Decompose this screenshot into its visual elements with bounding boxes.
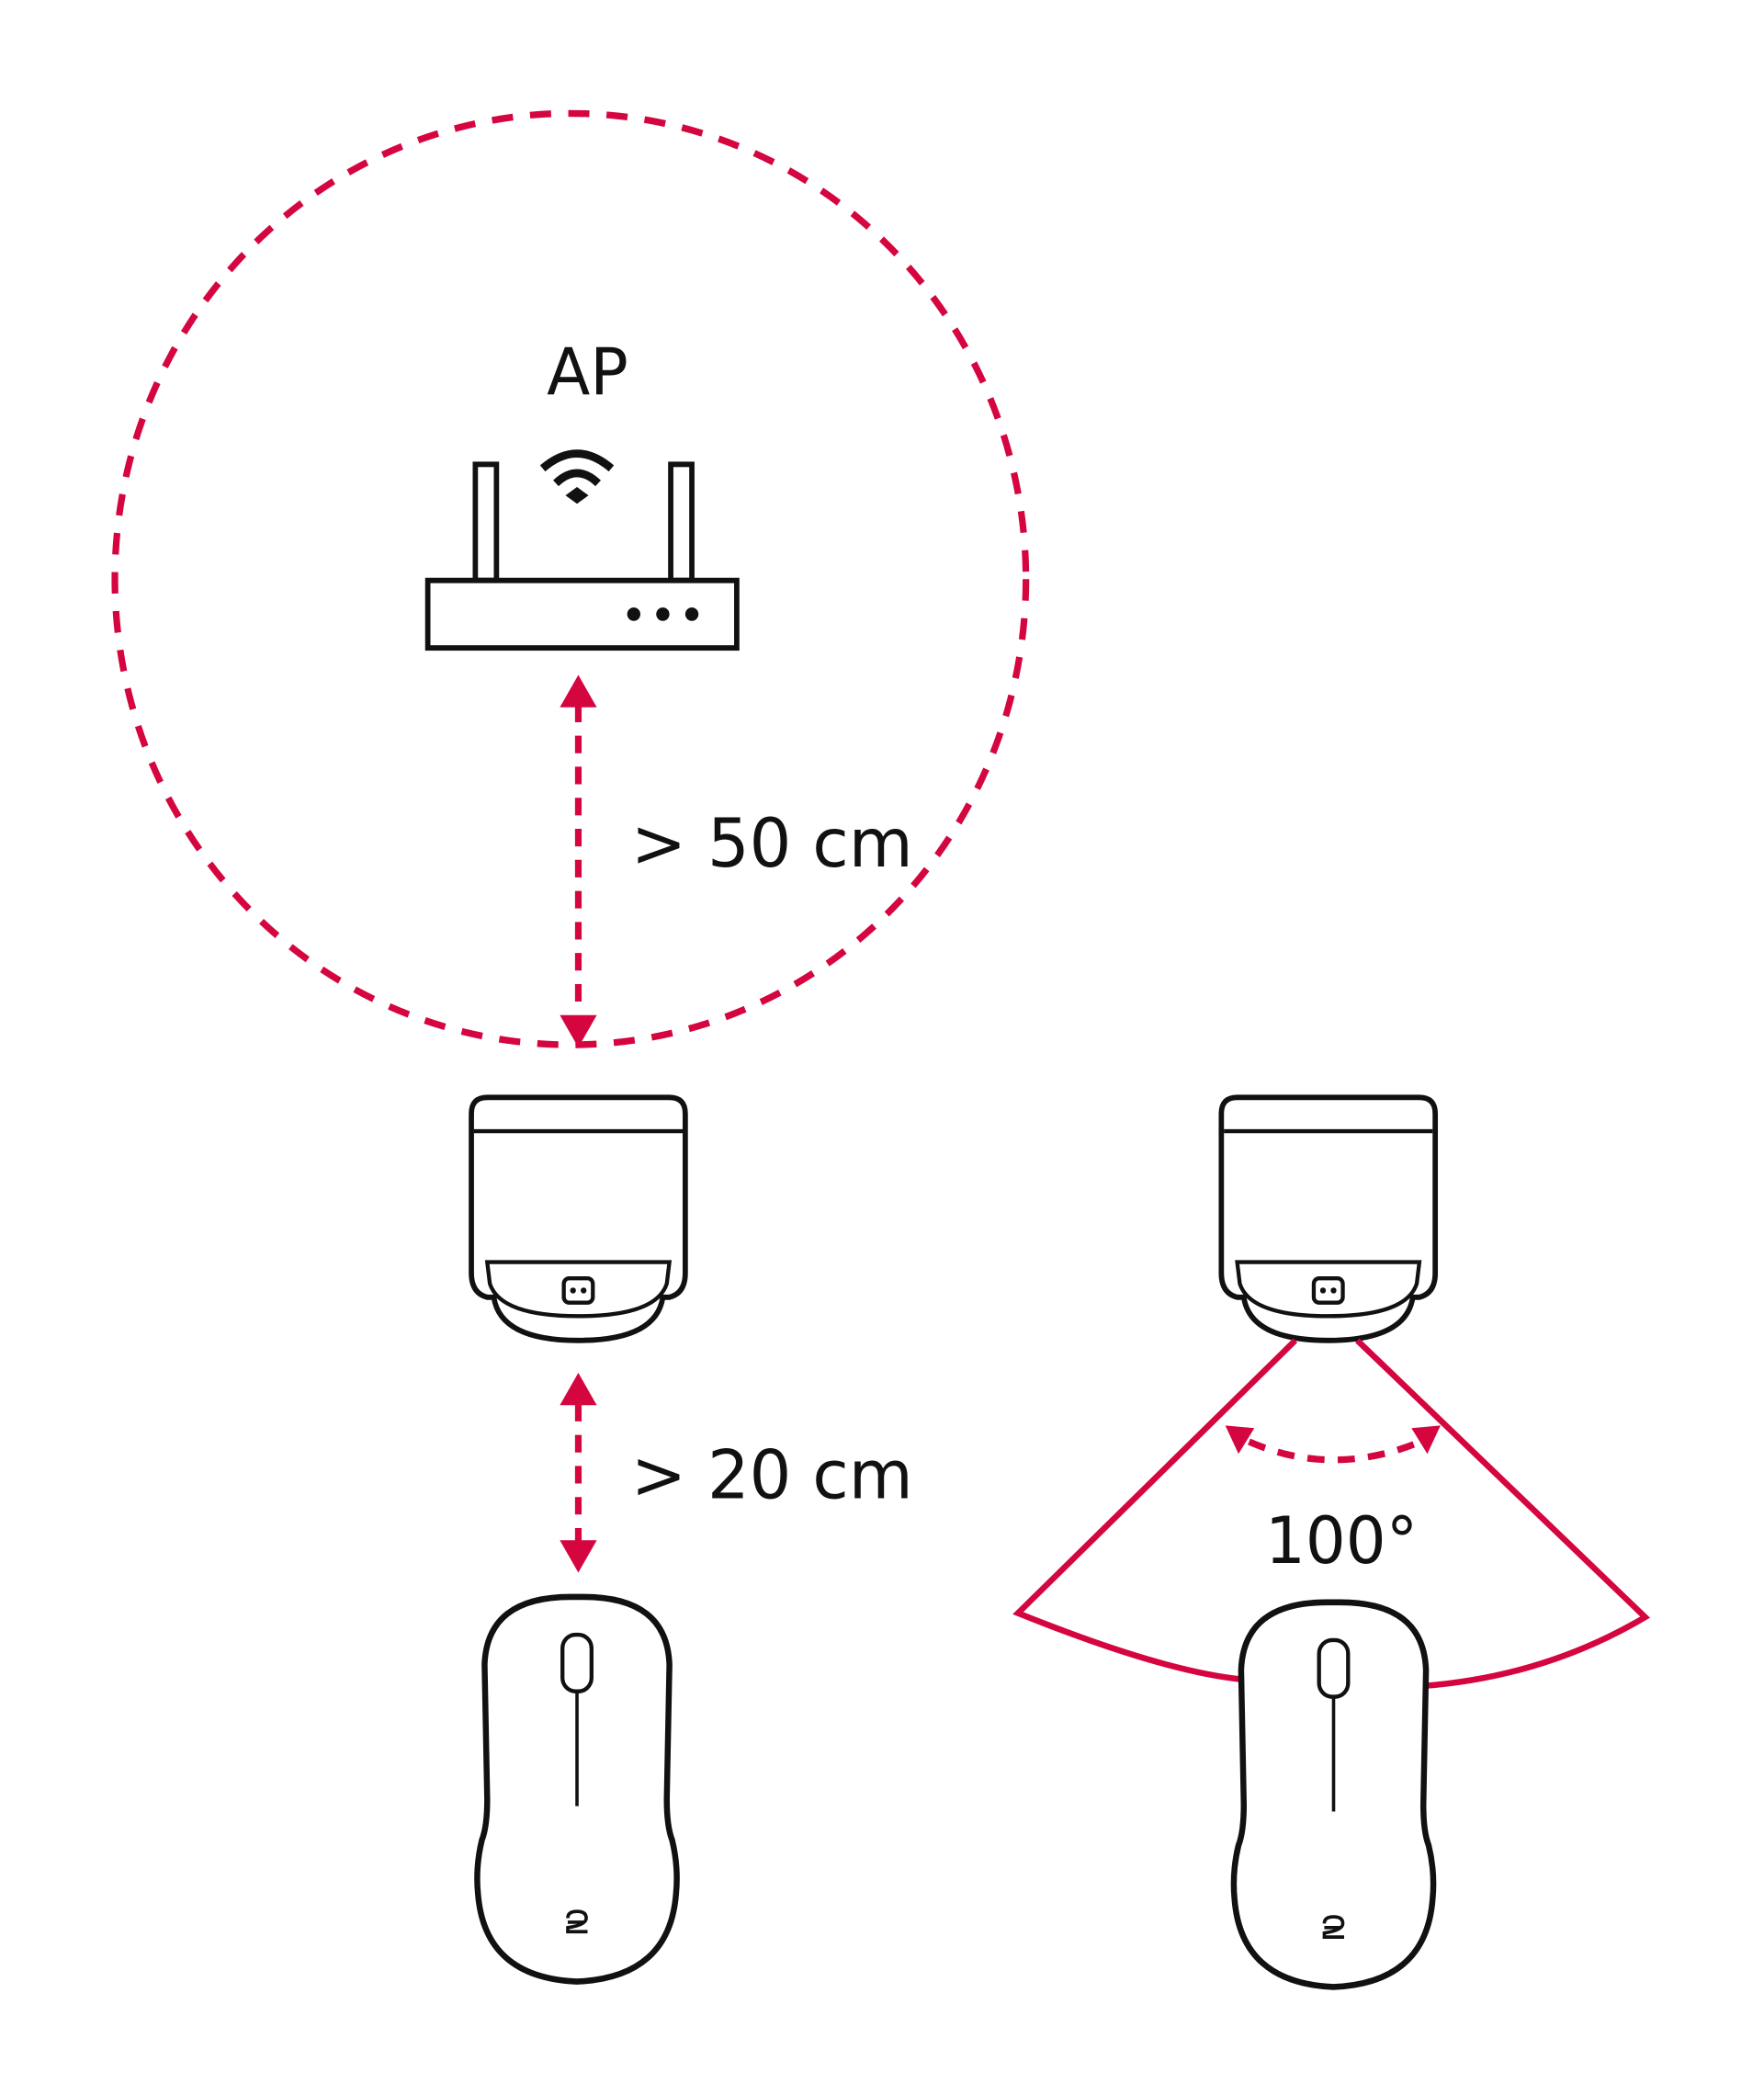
wifi-icon [539, 449, 615, 504]
ap-distance-label: > 50 cm [631, 805, 913, 883]
ap-label: AP [547, 334, 628, 410]
angle-arrow [1225, 1425, 1441, 1464]
distance-arrow-mouse [560, 1373, 597, 1573]
angle-fan [1012, 1338, 1651, 1690]
receiver-icon-left [471, 1097, 685, 1340]
mouse-distance-label: > 20 cm [631, 1437, 913, 1515]
receiver-icon-right [1221, 1097, 1435, 1340]
distance-arrow-ap [560, 674, 597, 1048]
router-icon [424, 461, 740, 651]
mouse-icon-left [477, 1595, 676, 1981]
angle-label: 100° [1265, 1503, 1418, 1579]
mouse-icon-right [1234, 1601, 1433, 1987]
